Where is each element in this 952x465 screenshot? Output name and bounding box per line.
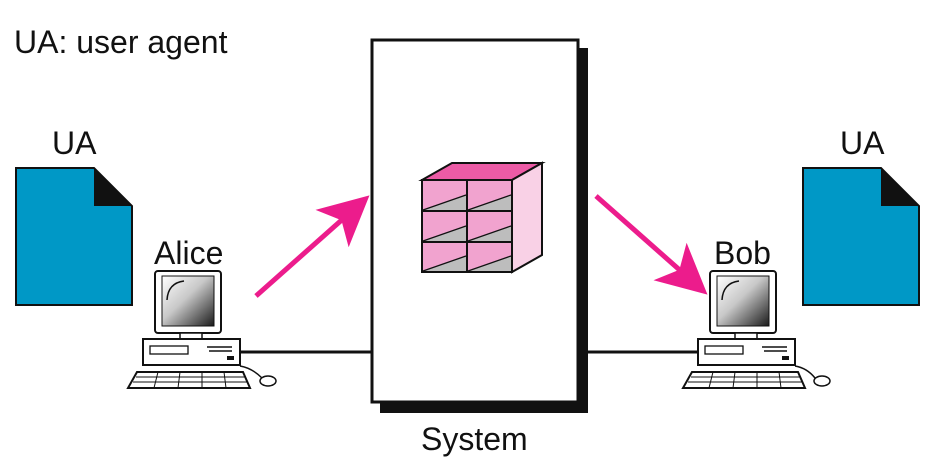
alice-label: Alice <box>154 235 224 271</box>
left-ua-document-icon <box>15 167 133 306</box>
mailbox-cabinet-icon <box>418 161 546 274</box>
right-ua-label: UA <box>840 125 885 161</box>
legend-text: UA: user agent <box>14 24 228 60</box>
alice-computer-icon <box>126 270 277 389</box>
right-ua-document-icon <box>802 167 920 306</box>
send-arrow <box>254 195 370 298</box>
deliver-arrow <box>594 194 708 295</box>
system-label: System <box>421 421 528 457</box>
bob-computer-icon <box>681 270 831 389</box>
bob-label: Bob <box>714 235 771 271</box>
left-ua-label: UA <box>52 125 97 161</box>
